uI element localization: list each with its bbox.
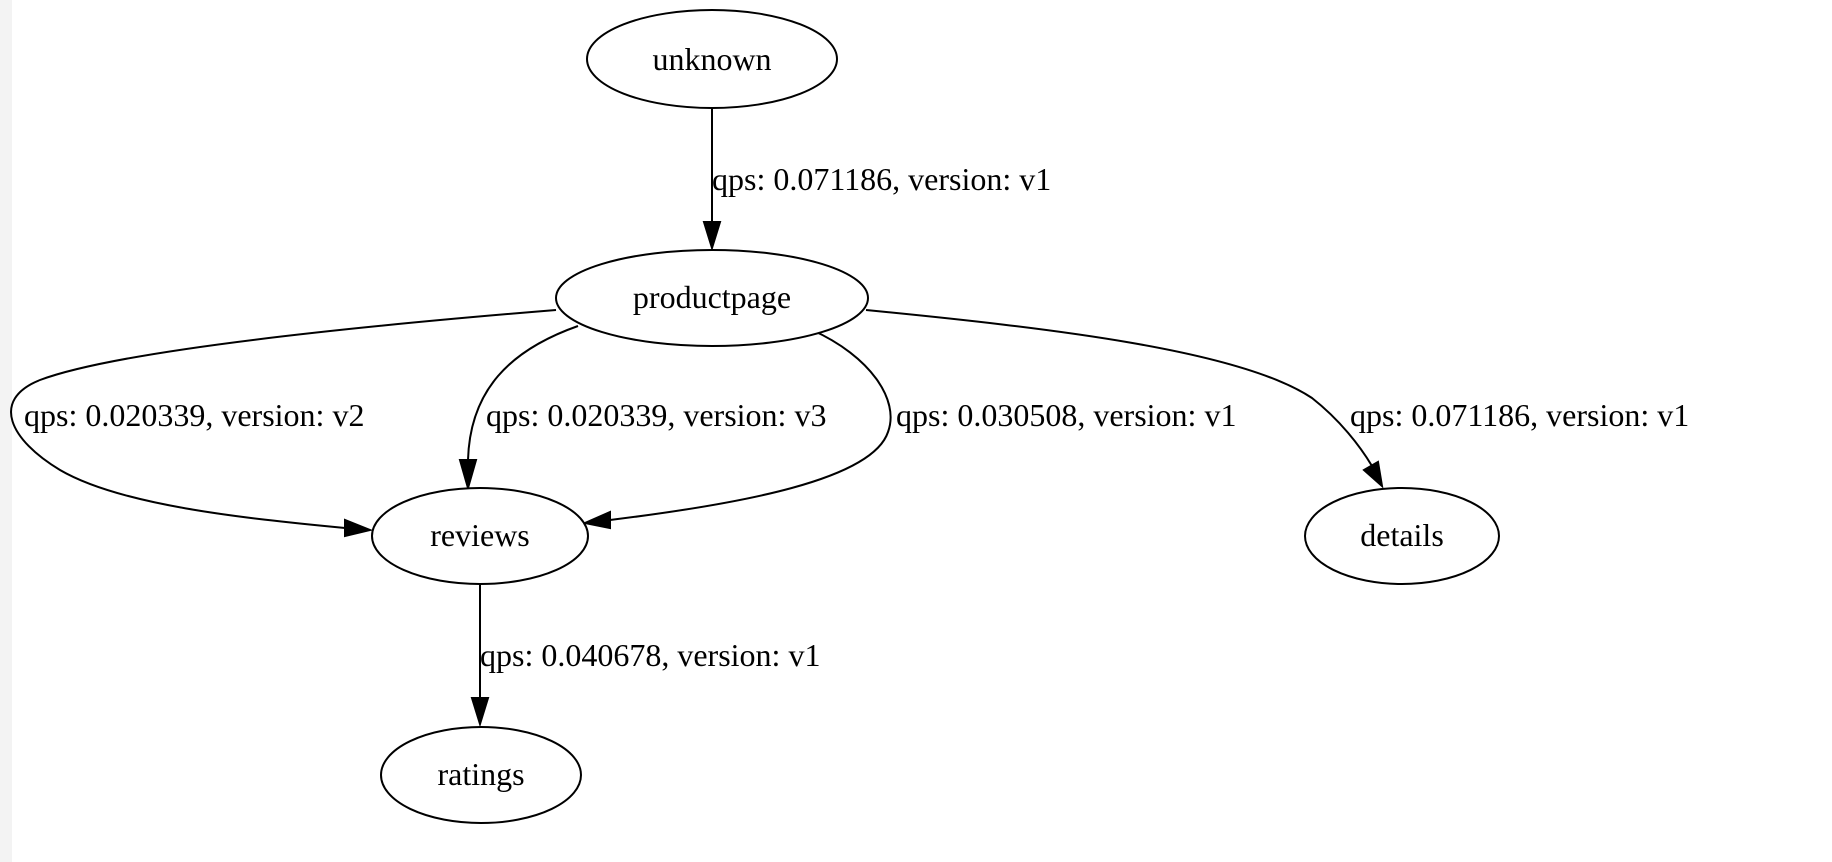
arrowhead xyxy=(702,221,722,252)
edge-line xyxy=(10,309,557,529)
edge-productpage-details[interactable]: qps: 0.071186, version: v1 xyxy=(865,309,1689,489)
arrowhead xyxy=(470,697,490,728)
arrowhead xyxy=(458,459,478,492)
edge-line xyxy=(467,325,579,461)
node-details[interactable]: details xyxy=(1304,487,1500,585)
arrowhead xyxy=(581,510,611,530)
node-ratings[interactable]: ratings xyxy=(380,726,582,824)
node-unknown[interactable]: unknown xyxy=(586,9,838,109)
edge-line xyxy=(865,309,1373,467)
node-label: details xyxy=(1360,517,1444,553)
edge-label: qps: 0.020339, version: v3 xyxy=(486,397,826,433)
node-label: ratings xyxy=(437,756,524,792)
arrowhead xyxy=(1362,460,1384,489)
edge-label: qps: 0.020339, version: v2 xyxy=(24,397,364,433)
edge-reviews-ratings[interactable]: qps: 0.040678, version: v1 xyxy=(470,584,820,728)
edge-unknown-productpage[interactable]: qps: 0.071186, version: v1 xyxy=(702,108,1051,252)
node-reviews[interactable]: reviews xyxy=(371,487,589,585)
edge-label: qps: 0.071186, version: v1 xyxy=(712,161,1051,197)
edge-productpage-reviews-v2[interactable]: qps: 0.020339, version: v2 xyxy=(10,309,557,538)
edge-label: qps: 0.040678, version: v1 xyxy=(480,637,820,673)
edge-label: qps: 0.071186, version: v1 xyxy=(1350,397,1689,433)
edge-label: qps: 0.030508, version: v1 xyxy=(896,397,1236,433)
left-gutter xyxy=(0,0,12,862)
node-label: reviews xyxy=(430,517,530,553)
node-label: productpage xyxy=(633,279,791,315)
edge-productpage-reviews-v1[interactable]: qps: 0.030508, version: v1 xyxy=(581,329,1236,530)
edge-productpage-reviews-v3[interactable]: qps: 0.020339, version: v3 xyxy=(458,325,826,492)
arrowhead xyxy=(344,518,374,538)
edge-line xyxy=(609,329,892,521)
node-label: unknown xyxy=(652,41,771,77)
node-productpage[interactable]: productpage xyxy=(555,249,869,347)
